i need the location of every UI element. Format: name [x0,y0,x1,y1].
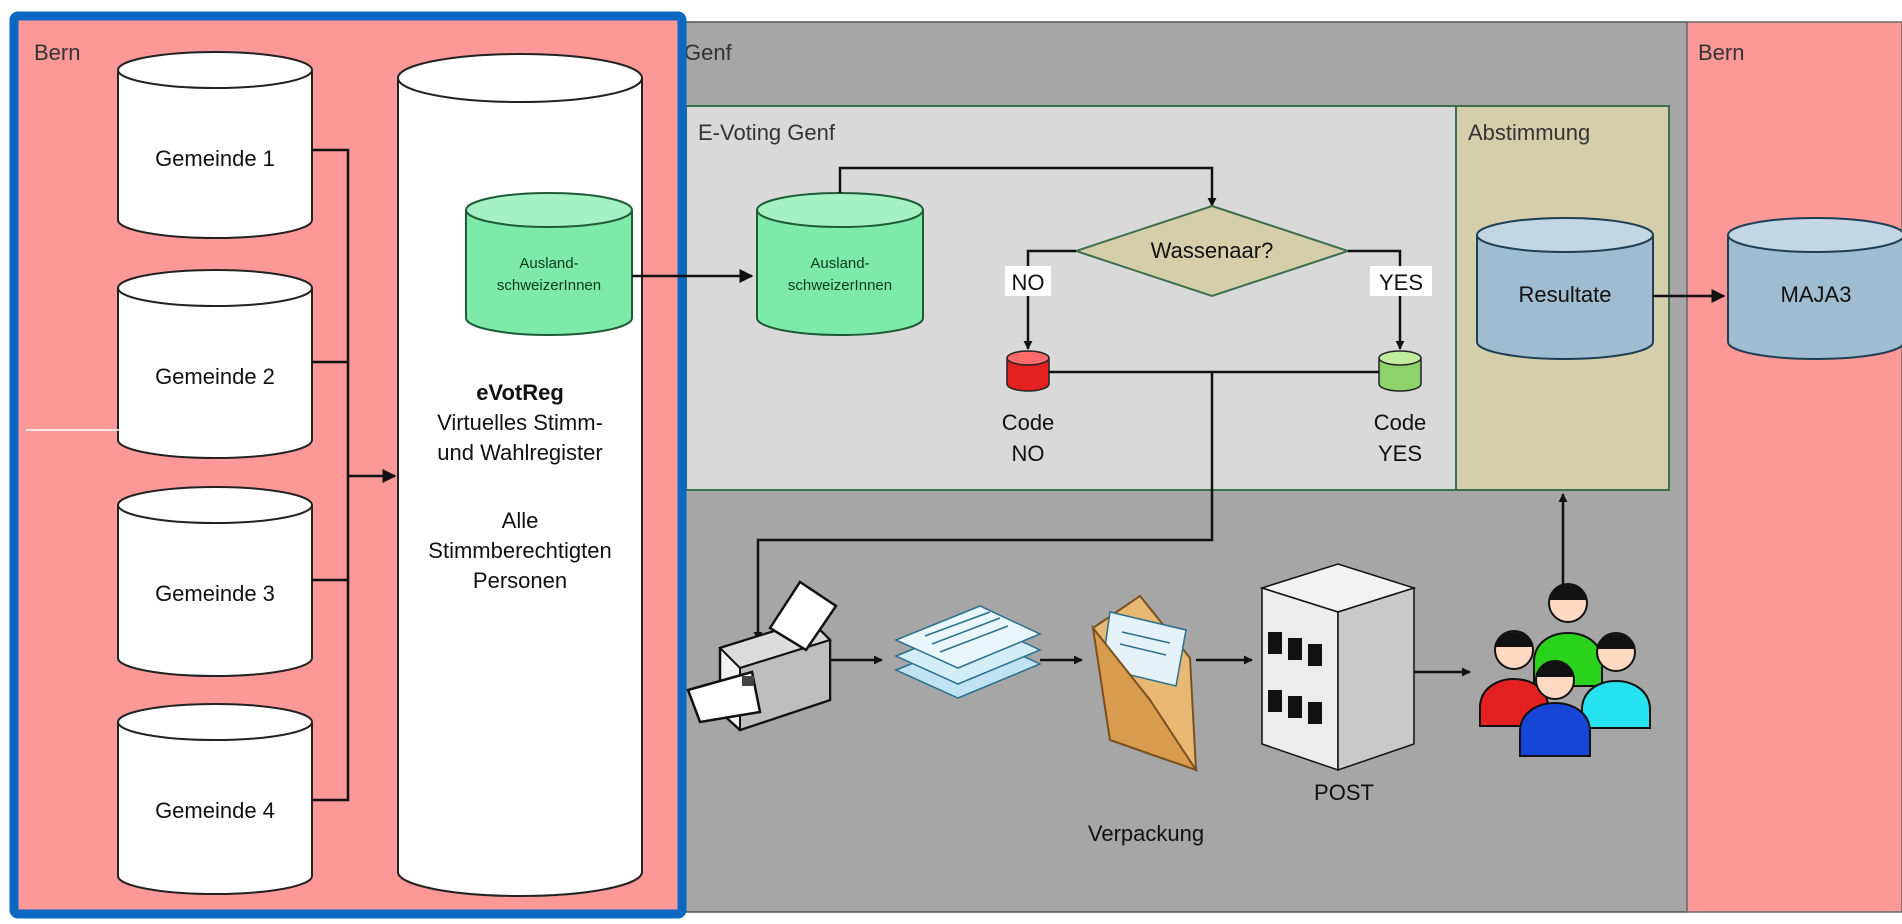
ausland-db-bern: Ausland- schweizerInnen [465,192,633,336]
resultate-db: Resultate [1476,217,1654,360]
evotreg-title: eVotReg [476,380,564,405]
code-yes-line2: YES [1378,441,1422,466]
gemeinde-2-db: Gemeinde 2 [117,269,313,459]
code-no-db: Code NO [1002,350,1055,466]
gemeinde-4-db: Gemeinde 4 [117,703,313,895]
ausland-db-genf: Ausland- schweizerInnen [756,192,924,336]
documents-icon [894,605,1042,699]
people-group-icon [1479,583,1651,757]
ausland-bern-line1: Ausland- [519,255,578,272]
gemeinde-connectors [26,148,397,802]
gemeinde-3-label: Gemeinde 3 [155,581,275,606]
gemeinde-2-label: Gemeinde 2 [155,364,275,389]
yes-label: YES [1379,270,1423,295]
maja3-db: MAJA3 [1727,217,1902,360]
evotreg-line3: Alle [502,508,539,533]
evotreg-line2: und Wahlregister [437,440,602,465]
gemeinde-3-db: Gemeinde 3 [117,486,313,677]
codes-to-printer-arrow [753,372,1214,641]
zone-genf-label: Genf [684,40,733,65]
zone-bern-right-label: Bern [1698,40,1744,65]
code-yes-db: Code YES [1374,350,1427,466]
zone-bern-left-label: Bern [34,40,80,65]
gemeinde-1-label: Gemeinde 1 [155,146,275,171]
no-label: NO [1012,270,1045,295]
gemeinde-1-db: Gemeinde 1 [117,51,313,239]
evotreg-line1: Virtuelles Stimm- [437,410,603,435]
code-no-line2: NO [1012,441,1045,466]
code-no-line1: Code [1002,410,1055,435]
maja3-label: MAJA3 [1781,282,1852,307]
ausland-to-decision-arrow [838,166,1217,207]
zone-bern-right: Bern [1686,21,1902,913]
wassenaar-decision: Wassenaar? [1072,204,1352,298]
code-yes-line1: Code [1374,410,1427,435]
evotreg-db: eVotReg Virtuelles Stimm- und Wahlregist… [397,53,643,897]
yes-branch-arrow [1348,249,1405,350]
envelope-icon [1091,594,1199,772]
no-branch-arrow [1023,249,1076,350]
selection-highlight-frame [9,11,687,919]
wassenaar-label: Wassenaar? [1151,238,1274,263]
verpackung-label: Verpackung [1088,821,1204,846]
printer-icon [686,580,838,732]
gemeinde-4-label: Gemeinde 4 [155,798,275,823]
ausland-genf-line1: Ausland- [810,255,869,272]
ausland-bern-line2: schweizerInnen [497,277,601,294]
evotreg-line5: Personen [473,568,567,593]
zone-abstimmung-label: Abstimmung [1468,120,1590,145]
post-label: POST [1314,780,1374,805]
ausland-genf-line2: schweizerInnen [788,277,892,294]
post-building-icon [1259,563,1417,772]
no-tag-bg [1005,266,1051,296]
yes-tag-bg [1370,266,1432,296]
evotreg-line4: Stimmberechtigten [428,538,611,563]
zone-evoting-genf-label: E-Voting Genf [698,120,836,145]
resultate-label: Resultate [1519,282,1612,307]
